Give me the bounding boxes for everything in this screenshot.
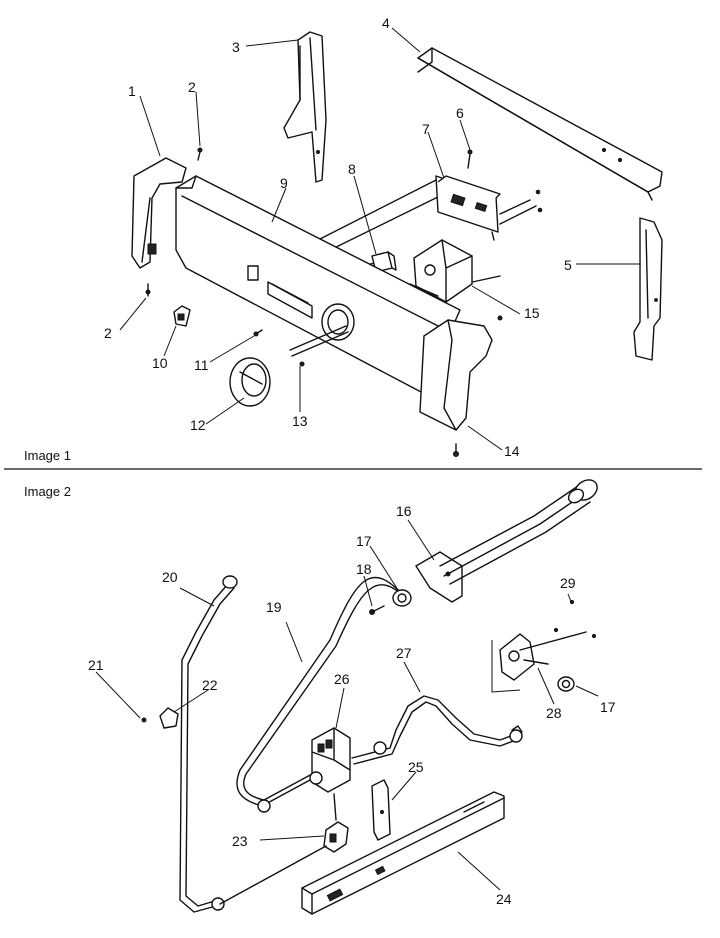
callout-1: 1 <box>128 83 136 99</box>
wire-23 <box>219 845 327 905</box>
part-4-top-trim <box>417 47 663 201</box>
callout-6: 6 <box>456 105 464 121</box>
screw-7b <box>537 207 543 213</box>
callout-21: 21 <box>88 657 104 673</box>
part-5-right-bracket <box>633 217 663 361</box>
part-17-nut-right <box>557 676 575 692</box>
tube-upper-1 <box>443 493 585 577</box>
image-1-caption: Image 1 <box>24 448 71 463</box>
part-18-screw <box>369 605 385 615</box>
part-14-right-endcap <box>419 315 503 457</box>
image-2-callout-numbers: Image 2 16 17 17 18 19 20 21 22 23 24 25… <box>24 484 616 907</box>
part-7-switch <box>435 175 501 241</box>
callout-29: 29 <box>560 575 576 591</box>
screw-28a <box>553 627 559 633</box>
callout-25: 25 <box>408 759 424 775</box>
part-2-screw-top <box>197 147 203 161</box>
callout-20: 20 <box>162 569 178 585</box>
part-17-nut-top <box>392 589 412 607</box>
part-28-bracket <box>491 631 587 693</box>
image-1-callout-numbers: 1 2 2 3 4 5 6 7 8 9 10 11 12 13 14 15 Im… <box>24 15 572 463</box>
part-25-bracket <box>371 779 391 841</box>
callout-2-top: 2 <box>188 79 196 95</box>
screw-7a <box>535 189 541 195</box>
image-2-drawing <box>141 479 598 915</box>
callout-17-top: 17 <box>356 533 372 549</box>
part-19-tube <box>236 576 409 807</box>
callout-23: 23 <box>232 833 248 849</box>
part-9-control-panel <box>175 175 461 403</box>
part-2-screw-bottom <box>145 283 151 297</box>
callout-8: 8 <box>348 161 356 177</box>
callout-14: 14 <box>504 443 520 459</box>
callout-5: 5 <box>564 257 572 273</box>
callout-9: 9 <box>280 175 288 191</box>
part-20-tube <box>179 575 238 913</box>
part-16-bracket <box>415 551 463 603</box>
callout-27: 27 <box>396 645 412 661</box>
callout-7: 7 <box>422 121 430 137</box>
callout-4: 4 <box>382 15 390 31</box>
image-1-callout-lines <box>119 27 640 451</box>
part-15-module <box>409 239 473 303</box>
tube-fitting-top-right <box>567 479 598 504</box>
tube-upper-2 <box>449 501 591 585</box>
callout-19: 19 <box>266 599 282 615</box>
callout-28: 28 <box>546 705 562 721</box>
image-1-drawing <box>131 31 663 457</box>
callout-10: 10 <box>152 355 168 371</box>
part-13-shaft <box>289 325 349 367</box>
callout-11: 11 <box>194 357 209 373</box>
part-26-regulator <box>257 727 351 813</box>
image-2-callout-lines <box>95 519 599 891</box>
part-3-left-bracket <box>283 31 327 183</box>
part-23-switch <box>323 821 349 853</box>
callout-26: 26 <box>334 671 350 687</box>
screw-28b <box>591 633 597 639</box>
callout-18: 18 <box>356 561 372 577</box>
callout-17-right: 17 <box>600 699 616 715</box>
callout-22: 22 <box>202 677 218 693</box>
part-24-plate <box>301 791 505 915</box>
tube-upper-3 <box>439 485 579 567</box>
callout-24: 24 <box>496 891 512 907</box>
callout-13: 13 <box>292 413 308 429</box>
part-1-left-endcap <box>131 157 187 269</box>
part-27-tube <box>351 695 523 765</box>
part-12-knob <box>229 357 271 407</box>
callout-2-bottom: 2 <box>104 325 112 341</box>
part-6-screw <box>467 149 473 169</box>
callout-3: 3 <box>232 39 240 55</box>
callout-16: 16 <box>396 503 412 519</box>
part-10-clip <box>173 305 191 327</box>
part-21-screw <box>141 717 147 723</box>
part-11-pin <box>253 329 263 337</box>
callout-15: 15 <box>524 305 540 321</box>
regulator-wire <box>333 793 337 821</box>
part-22-clip <box>159 707 179 729</box>
image-2-caption: Image 2 <box>24 484 71 499</box>
callout-12: 12 <box>190 417 206 433</box>
